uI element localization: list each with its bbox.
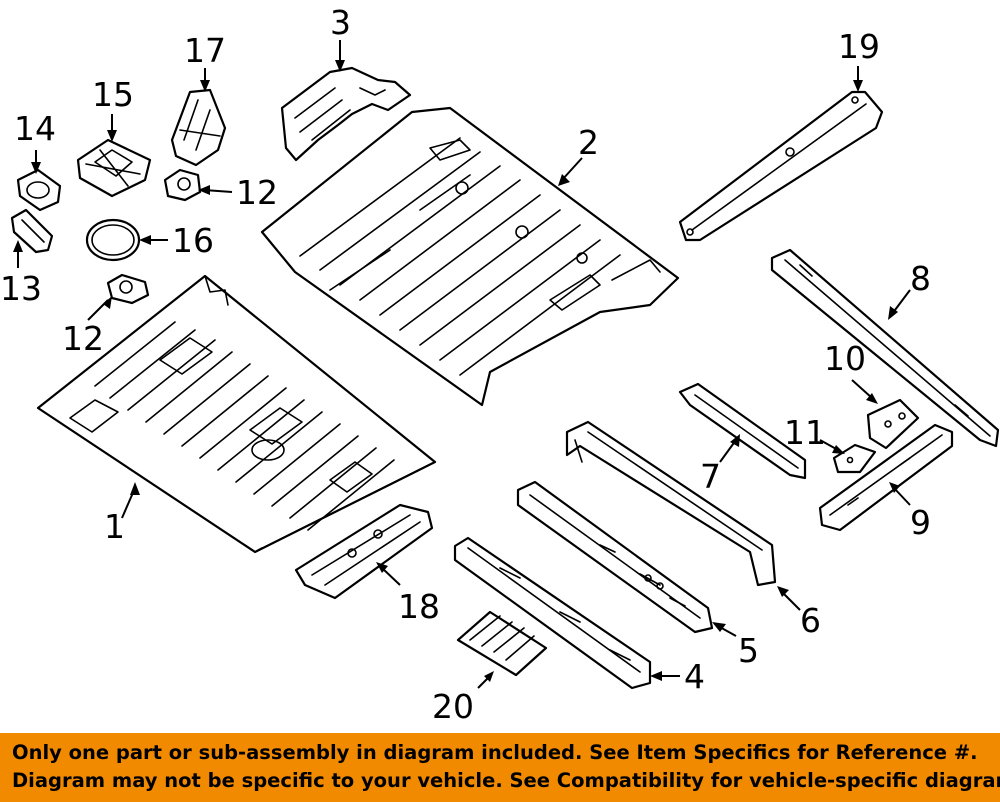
leader-2 (561, 157, 583, 181)
leader-9 (893, 487, 911, 506)
part-5-crossmember (516, 480, 714, 634)
part-2-center-floor-pan (260, 106, 680, 407)
part-9-rail (818, 423, 954, 532)
callout-10: 10 (824, 339, 866, 378)
part-6-crossmember (565, 420, 777, 587)
leader-6-arrowhead (777, 586, 789, 597)
callout-7: 7 (700, 457, 721, 496)
callout-19: 19 (838, 27, 880, 66)
part-4-crossmember (453, 536, 652, 690)
part-14-gasket (16, 168, 62, 212)
leader-16-arrowhead (139, 235, 151, 245)
leader-18-arrowhead (376, 562, 388, 573)
leader-7-arrowhead (730, 434, 740, 447)
leader-5-arrowhead (712, 622, 726, 632)
callout-6: 6 (800, 601, 821, 640)
part-11-bracket (832, 443, 877, 474)
callout-11: 11 (784, 413, 826, 452)
disclaimer-banner: Only one part or sub-assembly in diagram… (0, 733, 1000, 802)
part-3-bracket (280, 66, 412, 162)
leader-6 (781, 591, 801, 611)
leader-1-arrowhead (130, 482, 140, 495)
leader-10 (851, 379, 873, 399)
leader-17-arrowhead (200, 80, 210, 92)
part-13-bracket (10, 208, 54, 254)
part-20-support (456, 610, 548, 677)
part-12-plate-lower (106, 273, 150, 305)
leader-11-arrowhead (832, 445, 845, 454)
callout-13: 13 (0, 269, 42, 308)
leader-14-arrowhead (31, 162, 41, 174)
part-10-bracket (866, 398, 920, 450)
leader-15-arrowhead (107, 130, 117, 142)
leader-lines (13, 40, 911, 689)
callout-15: 15 (92, 75, 134, 114)
callout-1: 1 (104, 507, 125, 546)
leader-12b-arrowhead (103, 296, 112, 309)
part-1-rear-floor-pan (36, 274, 437, 554)
part-16-ring-seal (85, 218, 141, 262)
leader-10-arrowhead (866, 393, 878, 404)
part-15-mount-plate (76, 138, 152, 198)
callout-3: 3 (330, 3, 351, 42)
leader-2-arrowhead (558, 174, 570, 186)
part-12-plate-upper (163, 168, 202, 202)
callout-16: 16 (172, 221, 214, 260)
leader-12a-arrowhead (198, 185, 210, 195)
callout-9: 9 (910, 503, 931, 542)
leader-20-arrowhead (484, 671, 494, 682)
leader-8-arrowhead (888, 306, 898, 320)
callout-12a: 12 (236, 173, 278, 212)
callout-18: 18 (398, 587, 440, 626)
part-7-crossmember (678, 382, 807, 480)
leader-19-arrowhead (853, 80, 863, 92)
part-8-side-rail (770, 248, 1000, 448)
callout-14: 14 (14, 109, 56, 148)
part-17-bracket (170, 88, 227, 167)
leader-13-arrowhead (13, 240, 23, 252)
callout-17: 17 (184, 31, 226, 70)
callout-numbers: 1 2 3 4 5 6 7 8 9 10 11 12 12 13 14 15 1… (0, 3, 931, 726)
leader-3-arrowhead (335, 60, 345, 72)
disclaimer-line-2: Diagram may not be specific to your vehi… (12, 769, 1000, 792)
callout-8: 8 (910, 259, 931, 298)
callout-5: 5 (738, 631, 759, 670)
callout-2: 2 (578, 123, 599, 162)
leader-18 (381, 567, 401, 586)
parts-diagram: 1 2 3 4 5 6 7 8 9 10 11 12 12 13 14 15 1… (0, 3, 1000, 726)
leader-4-arrowhead (650, 671, 662, 681)
callout-12b: 12 (62, 319, 104, 358)
leader-9-arrowhead (889, 482, 900, 493)
disclaimer-line-1: Only one part or sub-assembly in diagram… (12, 741, 978, 764)
part-18-reinforcement (294, 503, 434, 600)
callout-4: 4 (684, 657, 705, 696)
part-19-crossmember (678, 90, 884, 242)
callout-20: 20 (432, 687, 474, 726)
